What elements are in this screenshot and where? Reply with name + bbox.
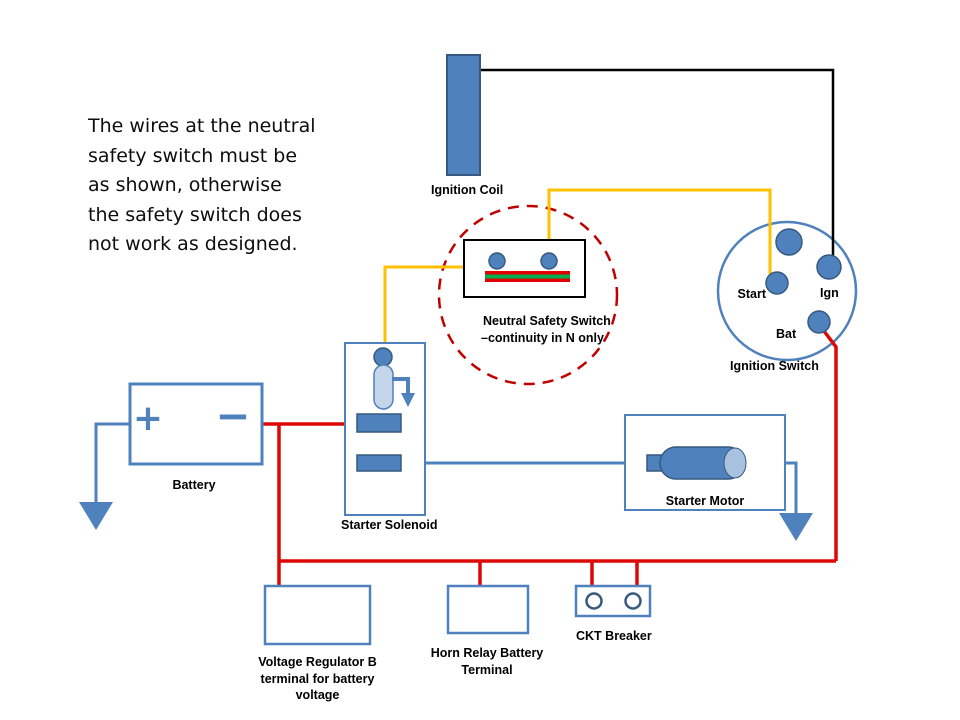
starter-solenoid-motor-terminal (356, 454, 402, 472)
wire-safety-switch-to-solenoid-yellow (383, 265, 464, 352)
neutral-safety-switch-contact-green (485, 274, 570, 279)
annotation-note-line: as shown, otherwise (88, 174, 282, 196)
wire-coil-to-ign-black (479, 68, 835, 262)
starter-solenoid-label: Starter Solenoid (341, 518, 438, 532)
ckt-breaker-label: CKT Breaker (576, 629, 652, 643)
annotation-note-line: not work as designed. (88, 233, 298, 255)
neutral-safety-switch-terminal-left (488, 252, 506, 270)
ignition-switch-terminal-start (765, 271, 789, 295)
ignition-switch-terminal-ign (816, 254, 842, 280)
ignition-coil-shape (446, 54, 481, 176)
horn-relay-label-line: Horn Relay Battery (430, 646, 544, 660)
starter-solenoid-arrow (392, 377, 410, 394)
ignition-switch-terminal-bat (807, 310, 831, 334)
ignition-switch-bat-label: Bat (776, 327, 797, 341)
annotation-note: The wires at the neutral safety switch m… (88, 112, 316, 260)
voltage-regulator-label-line: voltage (295, 688, 340, 702)
annotation-note-line: the safety switch does (88, 203, 302, 226)
ignition-switch-terminal-top (775, 228, 803, 256)
starter-solenoid-battery-terminal (356, 413, 402, 433)
battery-minus-symbol: − (215, 391, 251, 440)
wire-bus-to-bat-terminal-red (819, 325, 838, 561)
ckt-breaker-terminal-left (585, 592, 603, 610)
horn-relay-label: Horn Relay Battery Terminal (422, 645, 552, 678)
starter-motor-label: Starter Motor (665, 494, 745, 508)
ckt-breaker-terminal-right (624, 592, 642, 610)
starter-solenoid-s-terminal (373, 347, 393, 367)
horn-relay-label-line: Terminal (461, 662, 513, 677)
wire-start-to-safety-switch-yellow (547, 188, 772, 280)
battery-plus-symbol: + (132, 398, 164, 439)
starter-motor-end-cap (723, 447, 747, 479)
battery-label: Battery (172, 478, 216, 492)
ignition-switch-start-label: Start (737, 287, 766, 301)
neutral-safety-switch-box (463, 239, 586, 298)
ground-symbol-battery (79, 502, 113, 530)
neutral-safety-switch-label-line1: Neutral Safety Switch (483, 314, 611, 328)
ground-symbol-motor (779, 513, 813, 541)
neutral-safety-switch-highlight-circle (437, 204, 619, 386)
wire-battery-to-ground-blue (94, 422, 131, 504)
ignition-switch-label: Ignition Switch (730, 359, 819, 373)
starter-solenoid-plunger (373, 364, 394, 410)
battery-box (128, 382, 264, 466)
neutral-safety-switch-terminal-right (540, 252, 558, 270)
ignition-coil-label: Ignition Coil (431, 183, 504, 197)
annotation-note-line: The wires at the neutral (88, 115, 316, 137)
annotation-note-line: safety switch must be (88, 144, 298, 167)
voltage-regulator-box (263, 584, 372, 646)
voltage-regulator-label: Voltage Regulator B terminal for battery… (250, 654, 385, 704)
neutral-safety-switch-label-line2: –continuity in N only (481, 331, 604, 345)
horn-relay-box (446, 584, 530, 635)
starter-solenoid-arrowhead (401, 393, 415, 407)
ignition-switch-ign-label: Ign (820, 286, 839, 300)
voltage-regulator-label-line: Voltage Regulator B (258, 655, 377, 669)
voltage-regulator-label-line: terminal for battery (260, 671, 375, 686)
